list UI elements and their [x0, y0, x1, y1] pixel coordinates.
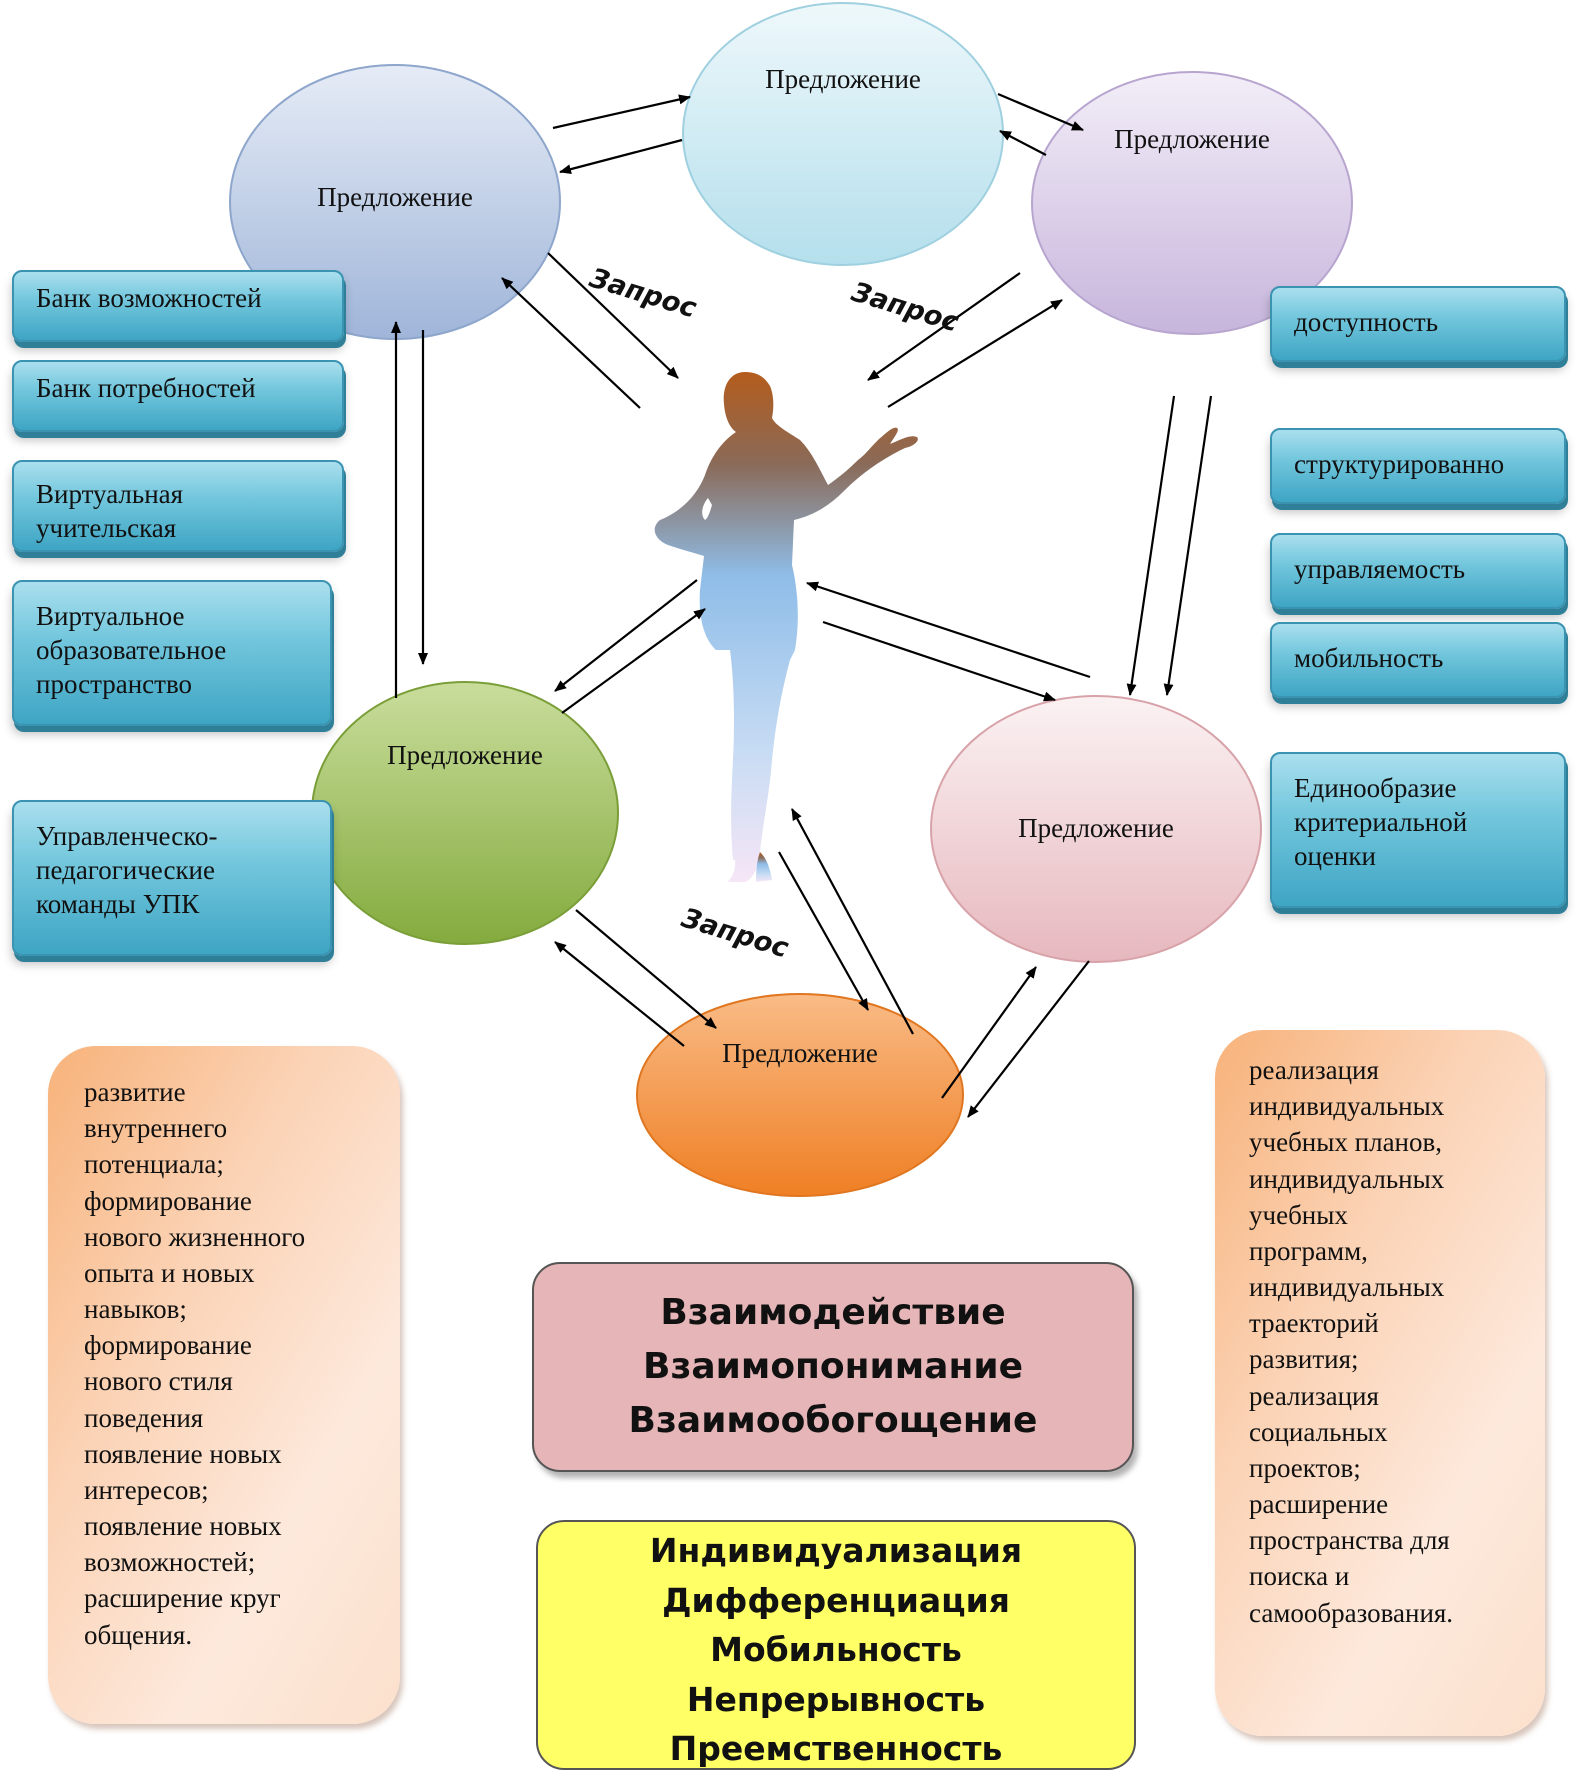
principle-line: Дифференциация	[662, 1580, 1010, 1620]
principle-line: Мобильность	[710, 1630, 962, 1669]
circle-text: Предложение	[722, 1037, 878, 1068]
arrows	[391, 92, 1213, 1118]
principle-line: Индивидуализация	[649, 1531, 1023, 1570]
right-box-manageability: управляемость	[1270, 533, 1566, 609]
arrow-woman-to-mr	[822, 620, 1056, 702]
interaction-box: Взаимодействие Взаимопонимание Взаимообо…	[532, 1262, 1134, 1472]
box-text: Управленческо-педагогические команды УПК	[36, 821, 218, 919]
left-box-upk-teams: Управленческо-педагогические команды УПК	[12, 800, 332, 956]
arrow-tr-to-tc	[999, 130, 1047, 156]
arrow-b-to-woman	[791, 808, 914, 1035]
box-text: Единообразие критериальной оценки	[1294, 773, 1468, 871]
principle-line: Непрерывность	[686, 1679, 986, 1719]
arrow-tc-to-tr	[997, 92, 1084, 132]
circle-text: Предложение	[1114, 123, 1270, 154]
arrow-tl-to-tc	[552, 94, 691, 130]
circle-text: Предложение	[317, 181, 473, 212]
left-box-opportunity-bank: Банк возможностей	[12, 270, 344, 342]
circle-text: Предложение	[1018, 812, 1174, 843]
circle-text: Предложение	[765, 63, 921, 94]
arrow-tr-to-mr-1	[1126, 395, 1176, 696]
box-text: управляемость	[1294, 554, 1466, 584]
circle-label-bottom: Предложение	[637, 994, 963, 1196]
ellipse-bottom	[636, 993, 964, 1197]
left-outcomes-panel: развитие внутреннего потенциала; формиро…	[48, 1046, 400, 1724]
arrow-woman-to-ml	[554, 579, 698, 692]
right-box-mobility: мобильность	[1270, 622, 1566, 698]
principles-box: Индивидуализация Дифференциация Мобильно…	[536, 1520, 1136, 1770]
box-text: Банк потребностей	[36, 373, 256, 403]
interaction-line: Взаимодействие	[660, 1292, 1006, 1333]
arrow-woman-to-tl	[501, 277, 641, 409]
left-outcomes-text: развитие внутреннего потенциала; формиро…	[84, 1077, 306, 1650]
principle-line: Преемственность	[669, 1729, 1003, 1768]
arrow-ml-to-b	[575, 909, 717, 1029]
left-box-virtual-space: Виртуальное образовательное пространство	[12, 580, 332, 726]
right-outcomes-panel: реализация индивидуальных учебных планов…	[1215, 1030, 1545, 1736]
box-text: Банк возможностей	[36, 283, 262, 313]
circle-label-mid-right: Предложение	[931, 696, 1261, 962]
left-box-virtual-staffroom: Виртуальная учительская	[12, 460, 344, 552]
circle-text: Предложение	[387, 739, 543, 770]
circle-label-top-center: Предложение	[683, 3, 1003, 265]
box-text: мобильность	[1294, 643, 1444, 673]
box-text: Виртуальное образовательное пространство	[36, 601, 227, 699]
arrow-tr-to-woman	[867, 272, 1021, 381]
arrow-tc-to-tl	[559, 138, 683, 175]
right-box-accessibility: доступность	[1270, 286, 1566, 362]
left-box-needs-bank: Банк потребностей	[12, 360, 344, 432]
arrow-tl-to-woman	[547, 252, 679, 379]
circle-label-mid-left: Предложение	[312, 682, 618, 944]
box-text: доступность	[1294, 307, 1439, 337]
woman-figure	[654, 372, 918, 882]
right-box-uniform-assessment: Единообразие критериальной оценки	[1270, 752, 1566, 908]
circle-label-top-left: Предложение	[230, 65, 560, 339]
arrow-woman-to-b	[778, 851, 869, 1011]
interaction-line: Взаимопонимание	[643, 1346, 1023, 1387]
arrow-mr-to-woman	[806, 581, 1091, 679]
right-box-structured: структурированно	[1270, 428, 1566, 504]
arrow-b-to-ml	[554, 941, 685, 1047]
ellipse-mid-right	[930, 695, 1262, 963]
arrow-ml-to-woman	[561, 608, 706, 714]
arrow-b-to-mr	[941, 966, 1037, 1099]
arrow-tr-to-mr-2	[1163, 395, 1213, 696]
right-outcomes-text: реализация индивидуальных учебных планов…	[1249, 1055, 1454, 1628]
circle-label-top-right: Предложение	[1032, 72, 1352, 334]
ellipse-top-right	[1031, 71, 1353, 335]
box-text: Виртуальная учительская	[36, 479, 184, 543]
interaction-line: Взаимообогощение	[628, 1400, 1038, 1441]
arrow-woman-to-tr	[887, 299, 1063, 408]
box-text: структурированно	[1294, 449, 1505, 479]
arrow-mr-to-b	[967, 960, 1090, 1118]
